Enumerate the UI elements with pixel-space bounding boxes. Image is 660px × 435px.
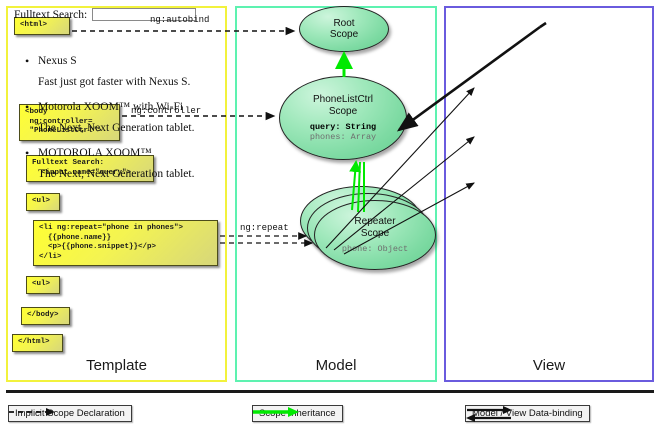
edge-ng-repeat [220, 232, 314, 247]
column-label-model: Model [315, 357, 357, 374]
scope-root-title-line2: Scope [329, 29, 359, 40]
legend-item-scope-inheritance: Scope Inheritance [252, 405, 343, 422]
search-input[interactable] [92, 8, 197, 21]
column-label-template: Template [86, 357, 147, 374]
phone-name: MOTOROLA XOOM™ [38, 147, 152, 159]
code-box-html-close: </html> [12, 334, 63, 352]
code-box-fulltext-search: Fulltext Search: <input name="query"> [26, 155, 154, 182]
scope-phonelistctrl: PhoneListCtrl Scope query: String phones… [279, 76, 407, 160]
scope-repeater-title-line1: Repeater [354, 216, 396, 227]
legend-divider [6, 390, 654, 393]
edge-label-ng-controller: ng:controller [131, 106, 202, 116]
fulltext-search-row: Fulltext Search: [14, 8, 202, 21]
legend-label-scope-inheritance: Scope Inheritance [252, 405, 343, 422]
phone-list: • Nexus S Fast just got faster with Nexu… [25, 55, 202, 181]
phone-snippet: The Next, Next Generation tablet. [38, 168, 195, 180]
scope-phonelistctrl-title-line2: Scope [328, 105, 358, 117]
code-box-body-close: </body> [21, 307, 70, 325]
phone-name: Nexus S [38, 55, 77, 67]
phone-snippet: The Next, Next Generation tablet. [38, 122, 195, 134]
list-item: • Motorola XOOM™ with Wi-Fi The Next, Ne… [25, 101, 202, 135]
legend-item-model-view-data-binding: Model / View Data-binding [465, 405, 590, 422]
dashed-arrow-icon [9, 408, 55, 416]
scope-repeater-props: phone: Object [342, 244, 408, 254]
scope-root-title-line1: Root [333, 17, 355, 29]
scope-phonelistctrl-props: query: String phones: Array [310, 122, 376, 142]
column-label-view: View [532, 357, 566, 374]
phone-snippet: Fast just got faster with Nexus S. [38, 76, 191, 88]
edge-databinding-query-to-search [396, 21, 547, 132]
legend-item-implicit-scope-declaration: Implicit Scope Declaration [8, 405, 132, 422]
legend-label-implicit-scope-declaration: Implicit Scope Declaration [8, 405, 132, 422]
bullet-icon: • [25, 100, 30, 114]
prop-phone: phone: Object [341, 244, 409, 254]
phone-name: Motorola XOOM™ with Wi-Fi [38, 101, 184, 113]
edge-databinding-repeater-to-phone-2 [333, 136, 475, 251]
edge-label-ng-autobind: ng:autobind [150, 15, 210, 25]
bullet-icon: • [25, 54, 30, 68]
view-content: Fulltext Search: • Nexus S Fast just got… [8, 8, 202, 193]
code-box-html-open: <html> [14, 17, 70, 35]
edge-label-ng-repeat: ng:repeat [240, 223, 289, 233]
double-arrow-icon [466, 406, 512, 422]
scope-repeater-title-line2: Scope [360, 227, 390, 239]
edge-inheritance-repeater-to-phonelistctrl [349, 160, 365, 213]
bullet-icon: • [25, 146, 30, 160]
code-box-li-repeat: <li ng:repeat="phone in phones"> {{phone… [33, 220, 218, 266]
column-view: View [444, 6, 654, 382]
edge-databinding-repeater-to-phone-1 [325, 87, 475, 249]
list-item: • MOTOROLA XOOM™ The Next, Next Generati… [25, 147, 202, 181]
code-box-ul-open: <ul> [26, 193, 60, 211]
list-item: • Nexus S Fast just got faster with Nexu… [25, 55, 202, 89]
legend: Implicit Scope Declaration Scope Inherit… [0, 398, 660, 435]
code-box-body-open: <body ng:controller= "PhoneListCtrl"> [19, 104, 120, 141]
fulltext-search-label: Fulltext Search: [14, 8, 88, 21]
scope-phonelistctrl-title-line1: PhoneListCtrl [312, 94, 374, 105]
prop-phones: phones: Array [309, 132, 377, 142]
scope-repeater: Repeater Scope phone: Object [314, 200, 436, 270]
edge-databinding-repeater-to-phone-3 [343, 182, 475, 255]
code-box-ul-close: <ul> [26, 276, 60, 294]
prop-query: query: String [309, 122, 377, 132]
green-arrow-icon [253, 407, 299, 417]
